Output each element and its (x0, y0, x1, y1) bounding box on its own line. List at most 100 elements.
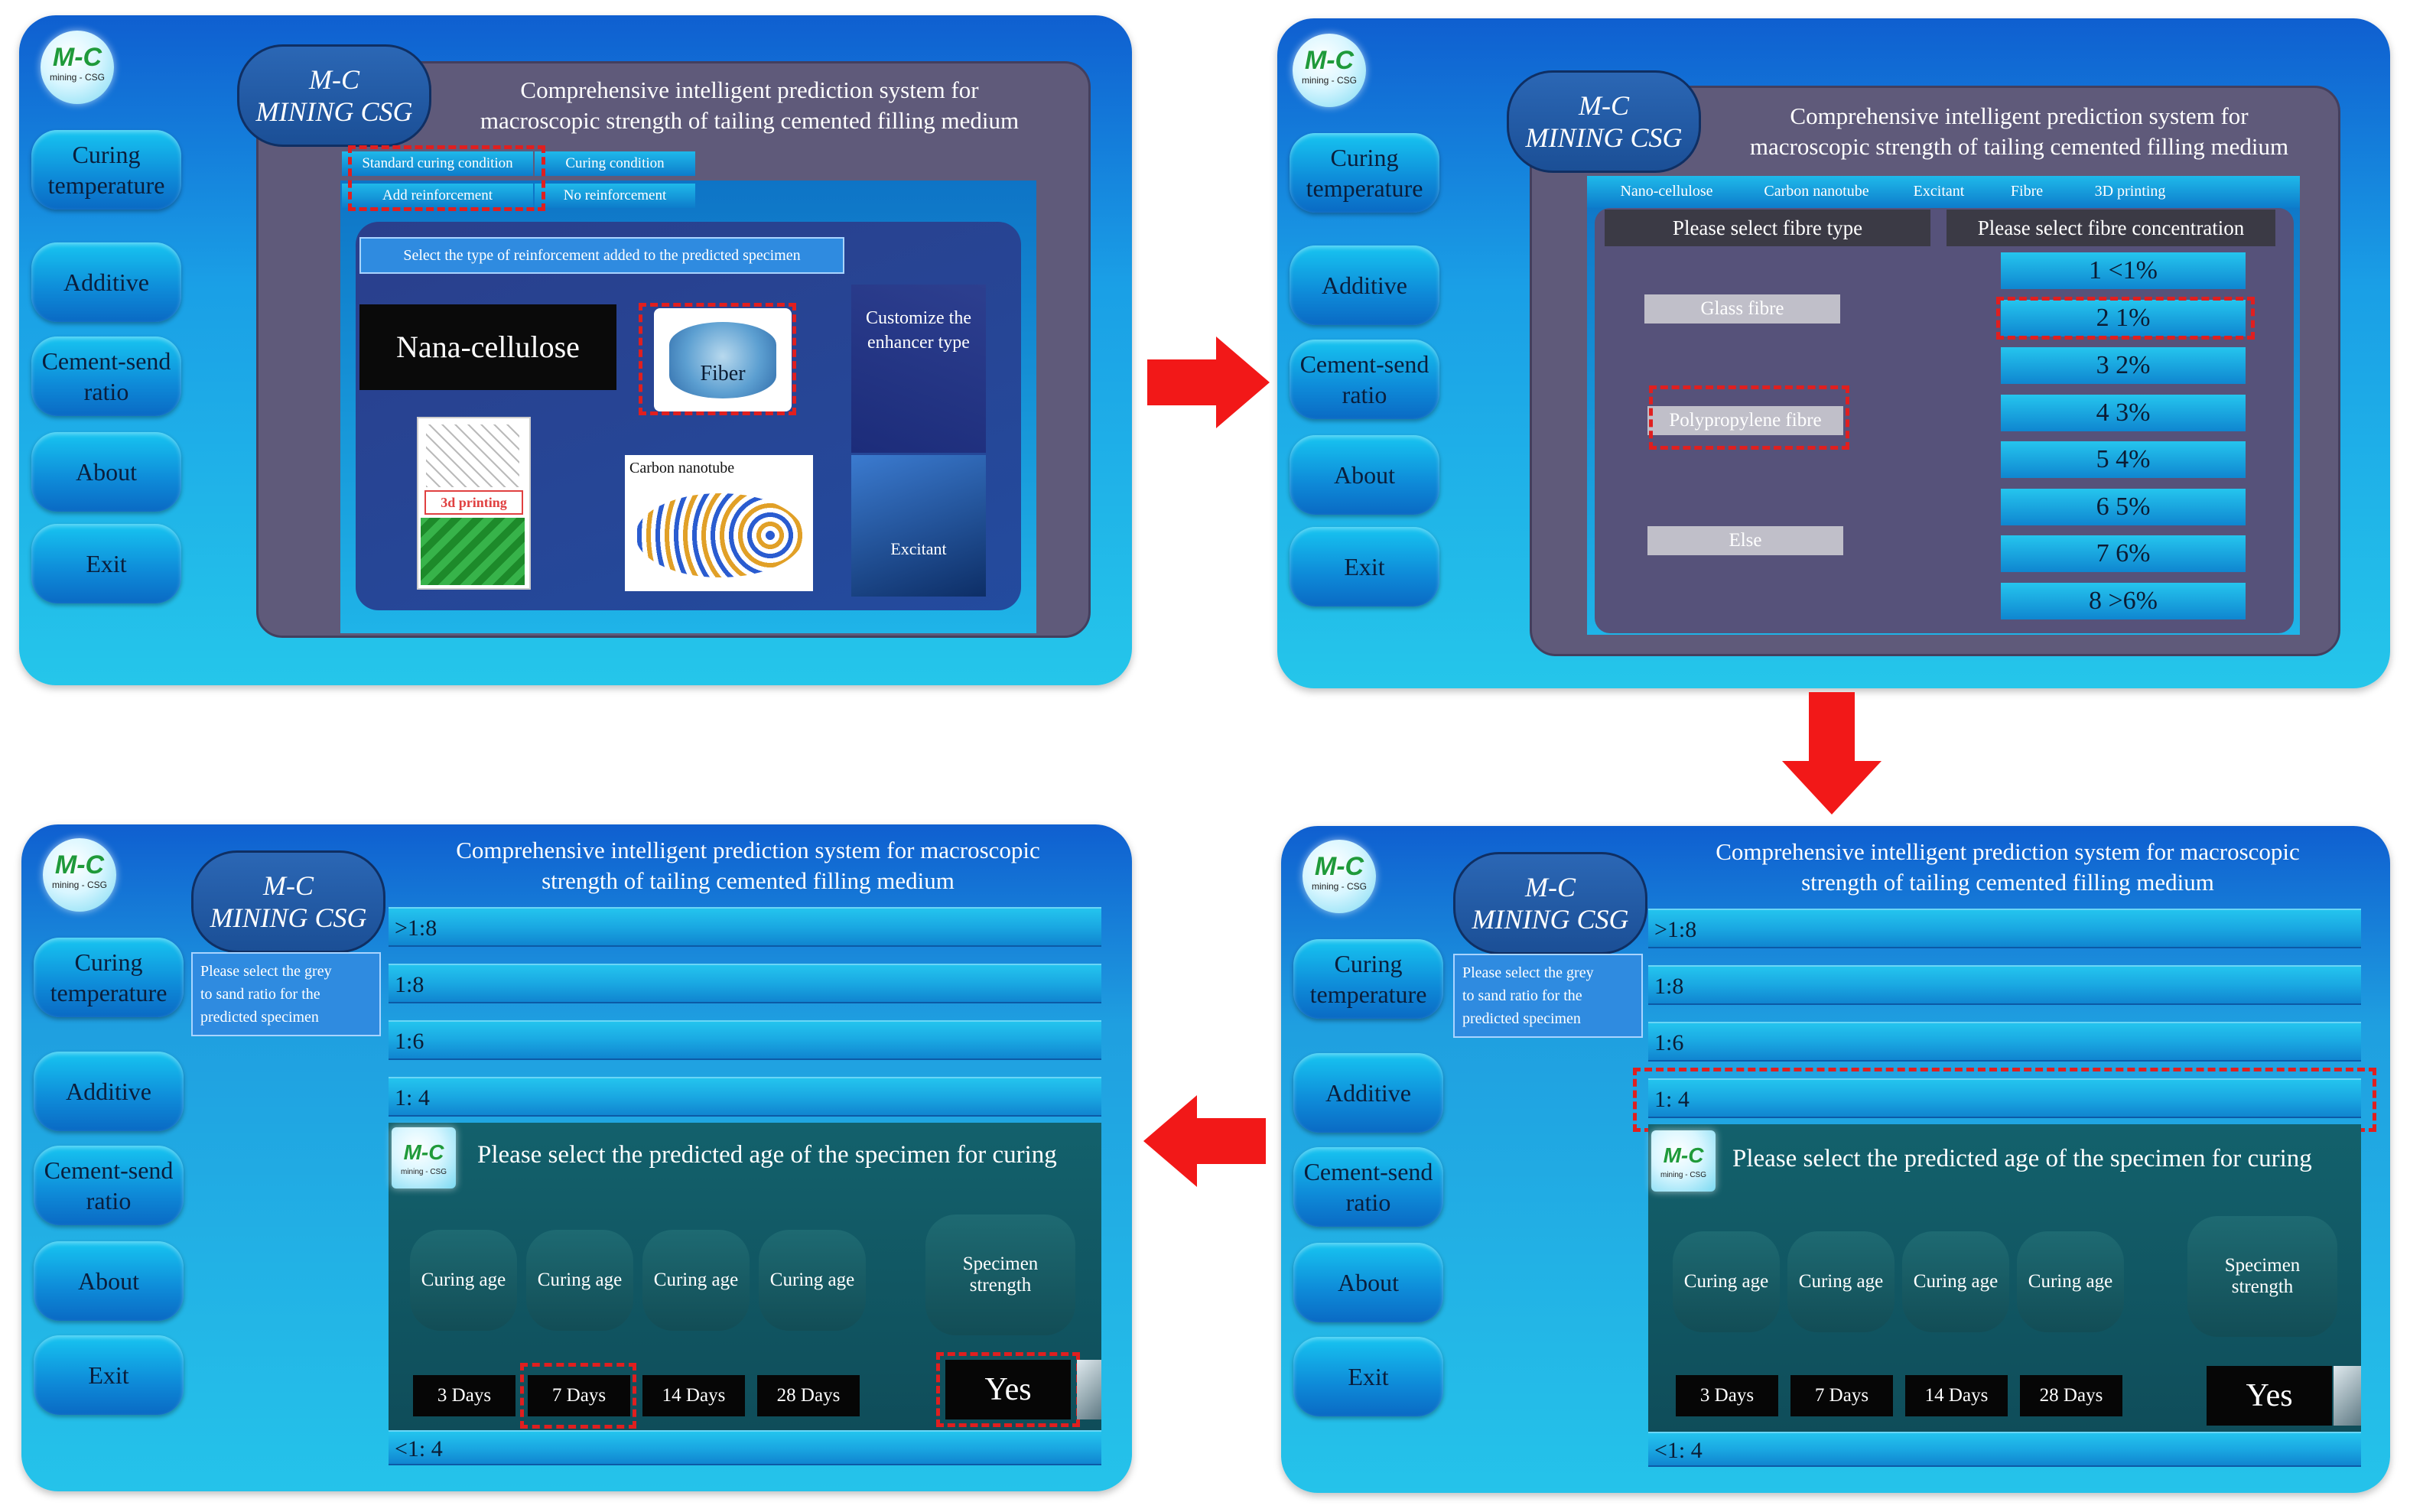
option-3d-printing[interactable]: 3d printing (417, 417, 531, 590)
tab-no-reinforcement[interactable]: No reinforcement (535, 184, 695, 208)
mc-logo-small: M-C mining - CSG (392, 1127, 456, 1188)
curing-age-1[interactable]: Curing age (1673, 1231, 1780, 1332)
tab-nano-cellulose[interactable]: Nano-cellulose (1620, 183, 1713, 200)
fibre-tab-strip (1587, 176, 2300, 208)
ratio-option-1-8[interactable]: 1:8 (1648, 965, 2361, 1005)
nanotube-icon (636, 493, 804, 577)
tab-excitant[interactable]: Excitant (1913, 183, 1965, 200)
page-title: Comprehensive intelligent prediction sys… (456, 837, 1040, 894)
tab-standard-curing[interactable]: Standard curing condition (342, 151, 533, 176)
fibre-concentration-header: Please select fibre concentration (1947, 210, 2275, 246)
ratio-option-1-8[interactable]: 1:8 (389, 964, 1101, 1003)
age-prompt: Please select the predicted age of the s… (477, 1141, 1057, 1169)
sidebar-about[interactable]: About (31, 432, 181, 512)
sidebar-exit[interactable]: Exit (34, 1335, 184, 1415)
ratio-option-1-4[interactable]: 1: 4 (1648, 1078, 2361, 1118)
ratio-option-1-6[interactable]: 1:6 (389, 1020, 1101, 1060)
mountain-strip (2334, 1366, 2361, 1426)
concentration-option-8[interactable]: 8 >6% (2001, 583, 2246, 619)
ratio-option-lt-1-4[interactable]: <1: 4 (389, 1430, 1101, 1465)
ratio-option-lt-1-4[interactable]: <1: 4 (1648, 1432, 2361, 1467)
concentration-option-6[interactable]: 6 5% (2001, 489, 2246, 525)
curing-age-3[interactable]: Curing age (1902, 1231, 2009, 1332)
concentration-option-1[interactable]: 1 <1% (2001, 252, 2246, 289)
concentration-option-2[interactable]: 2 1% (2001, 300, 2246, 337)
sidebar-additive[interactable]: Additive (34, 1052, 184, 1131)
ratio-option-1-4[interactable]: 1: 4 (389, 1077, 1101, 1117)
printing-lattice-icon (426, 424, 519, 487)
fibre-type-else[interactable]: Else (1647, 526, 1843, 555)
sidebar-about[interactable]: About (1290, 435, 1439, 515)
ratio-option-gt-1-8[interactable]: >1:8 (1648, 909, 2361, 948)
option-fiber[interactable]: Fiber (654, 308, 792, 411)
mc-logo: M-C mining - CSG (1293, 34, 1366, 107)
option-nano-cellulose[interactable]: Nana-cellulose (359, 304, 616, 390)
mc-logo-small: M-C mining - CSG (1651, 1130, 1716, 1192)
sidebar-exit[interactable]: Exit (1293, 1337, 1443, 1416)
concentration-option-3[interactable]: 3 2% (2001, 347, 2246, 384)
sidebar-about[interactable]: About (34, 1241, 184, 1321)
mc-logo: M-C mining - CSG (41, 31, 114, 104)
ratio-option-1-6[interactable]: 1:6 (1648, 1022, 2361, 1062)
sidebar-exit[interactable]: Exit (1290, 527, 1439, 606)
tab-carbon-nanotube[interactable]: Carbon nanotube (1764, 183, 1869, 200)
curing-age-4[interactable]: Curing age (759, 1230, 866, 1331)
curing-age-2[interactable]: Curing age (1787, 1231, 1895, 1332)
option-carbon-nanotube[interactable]: Carbon nanotube (625, 455, 813, 591)
page-title: Comprehensive intelligent prediction sys… (480, 76, 1020, 134)
sidebar-additive[interactable]: Additive (1293, 1053, 1443, 1133)
highlight-ratio-1-4 (1633, 1068, 2376, 1132)
mountain-strip (1077, 1360, 1101, 1419)
age-prompt: Please select the predicted age of the s… (1732, 1145, 2312, 1172)
day-3-button[interactable]: 3 Days (413, 1375, 515, 1416)
arrow-right-icon (1147, 337, 1270, 428)
fibre-type-glass[interactable]: Glass fibre (1644, 294, 1840, 324)
highlight-concentration-2 (1996, 297, 2255, 340)
tab-3d-printing[interactable]: 3D printing (2094, 183, 2166, 200)
fiber-icon (669, 322, 776, 398)
day-28-button[interactable]: 28 Days (2020, 1375, 2122, 1416)
curing-age-2[interactable]: Curing age (526, 1230, 633, 1331)
yes-button[interactable]: Yes (945, 1360, 1071, 1419)
yes-button[interactable]: Yes (2207, 1366, 2332, 1426)
day-14-button[interactable]: 14 Days (642, 1375, 745, 1416)
day-7-button[interactable]: 7 Days (1790, 1375, 1893, 1416)
fibre-type-header: Please select fibre type (1605, 210, 1930, 246)
day-3-button[interactable]: 3 Days (1676, 1375, 1778, 1416)
concentration-option-5[interactable]: 5 4% (2001, 441, 2246, 478)
tab-curing-condition[interactable]: Curing condition (535, 151, 695, 176)
ratio-option-gt-1-8[interactable]: >1:8 (389, 907, 1101, 947)
tab-fibre[interactable]: Fibre (2010, 183, 2044, 200)
concentration-option-4[interactable]: 4 3% (2001, 395, 2246, 431)
day-7-button[interactable]: 7 Days (528, 1375, 630, 1416)
day-28-button[interactable]: 28 Days (757, 1375, 860, 1416)
sidebar-additive[interactable]: Additive (31, 242, 181, 322)
sidebar-about[interactable]: About (1293, 1243, 1443, 1322)
day-14-button[interactable]: 14 Days (1905, 1375, 2008, 1416)
concentration-option-7[interactable]: 7 6% (2001, 535, 2246, 572)
sidebar-exit[interactable]: Exit (31, 524, 181, 603)
curing-age-1[interactable]: Curing age (410, 1230, 517, 1331)
fibre-type-polypropylene[interactable]: Polypropylene fibre (1647, 406, 1843, 435)
curing-age-4[interactable]: Curing age (2017, 1231, 2124, 1332)
curing-age-3[interactable]: Curing age (642, 1230, 750, 1331)
tab-add-reinforcement[interactable]: Add reinforcement (342, 184, 533, 208)
reinforcement-prompt: Select the type of reinforcement added t… (359, 237, 844, 274)
option-excitant[interactable]: Excitant (851, 455, 986, 597)
sidebar-additive[interactable]: Additive (1290, 245, 1439, 325)
